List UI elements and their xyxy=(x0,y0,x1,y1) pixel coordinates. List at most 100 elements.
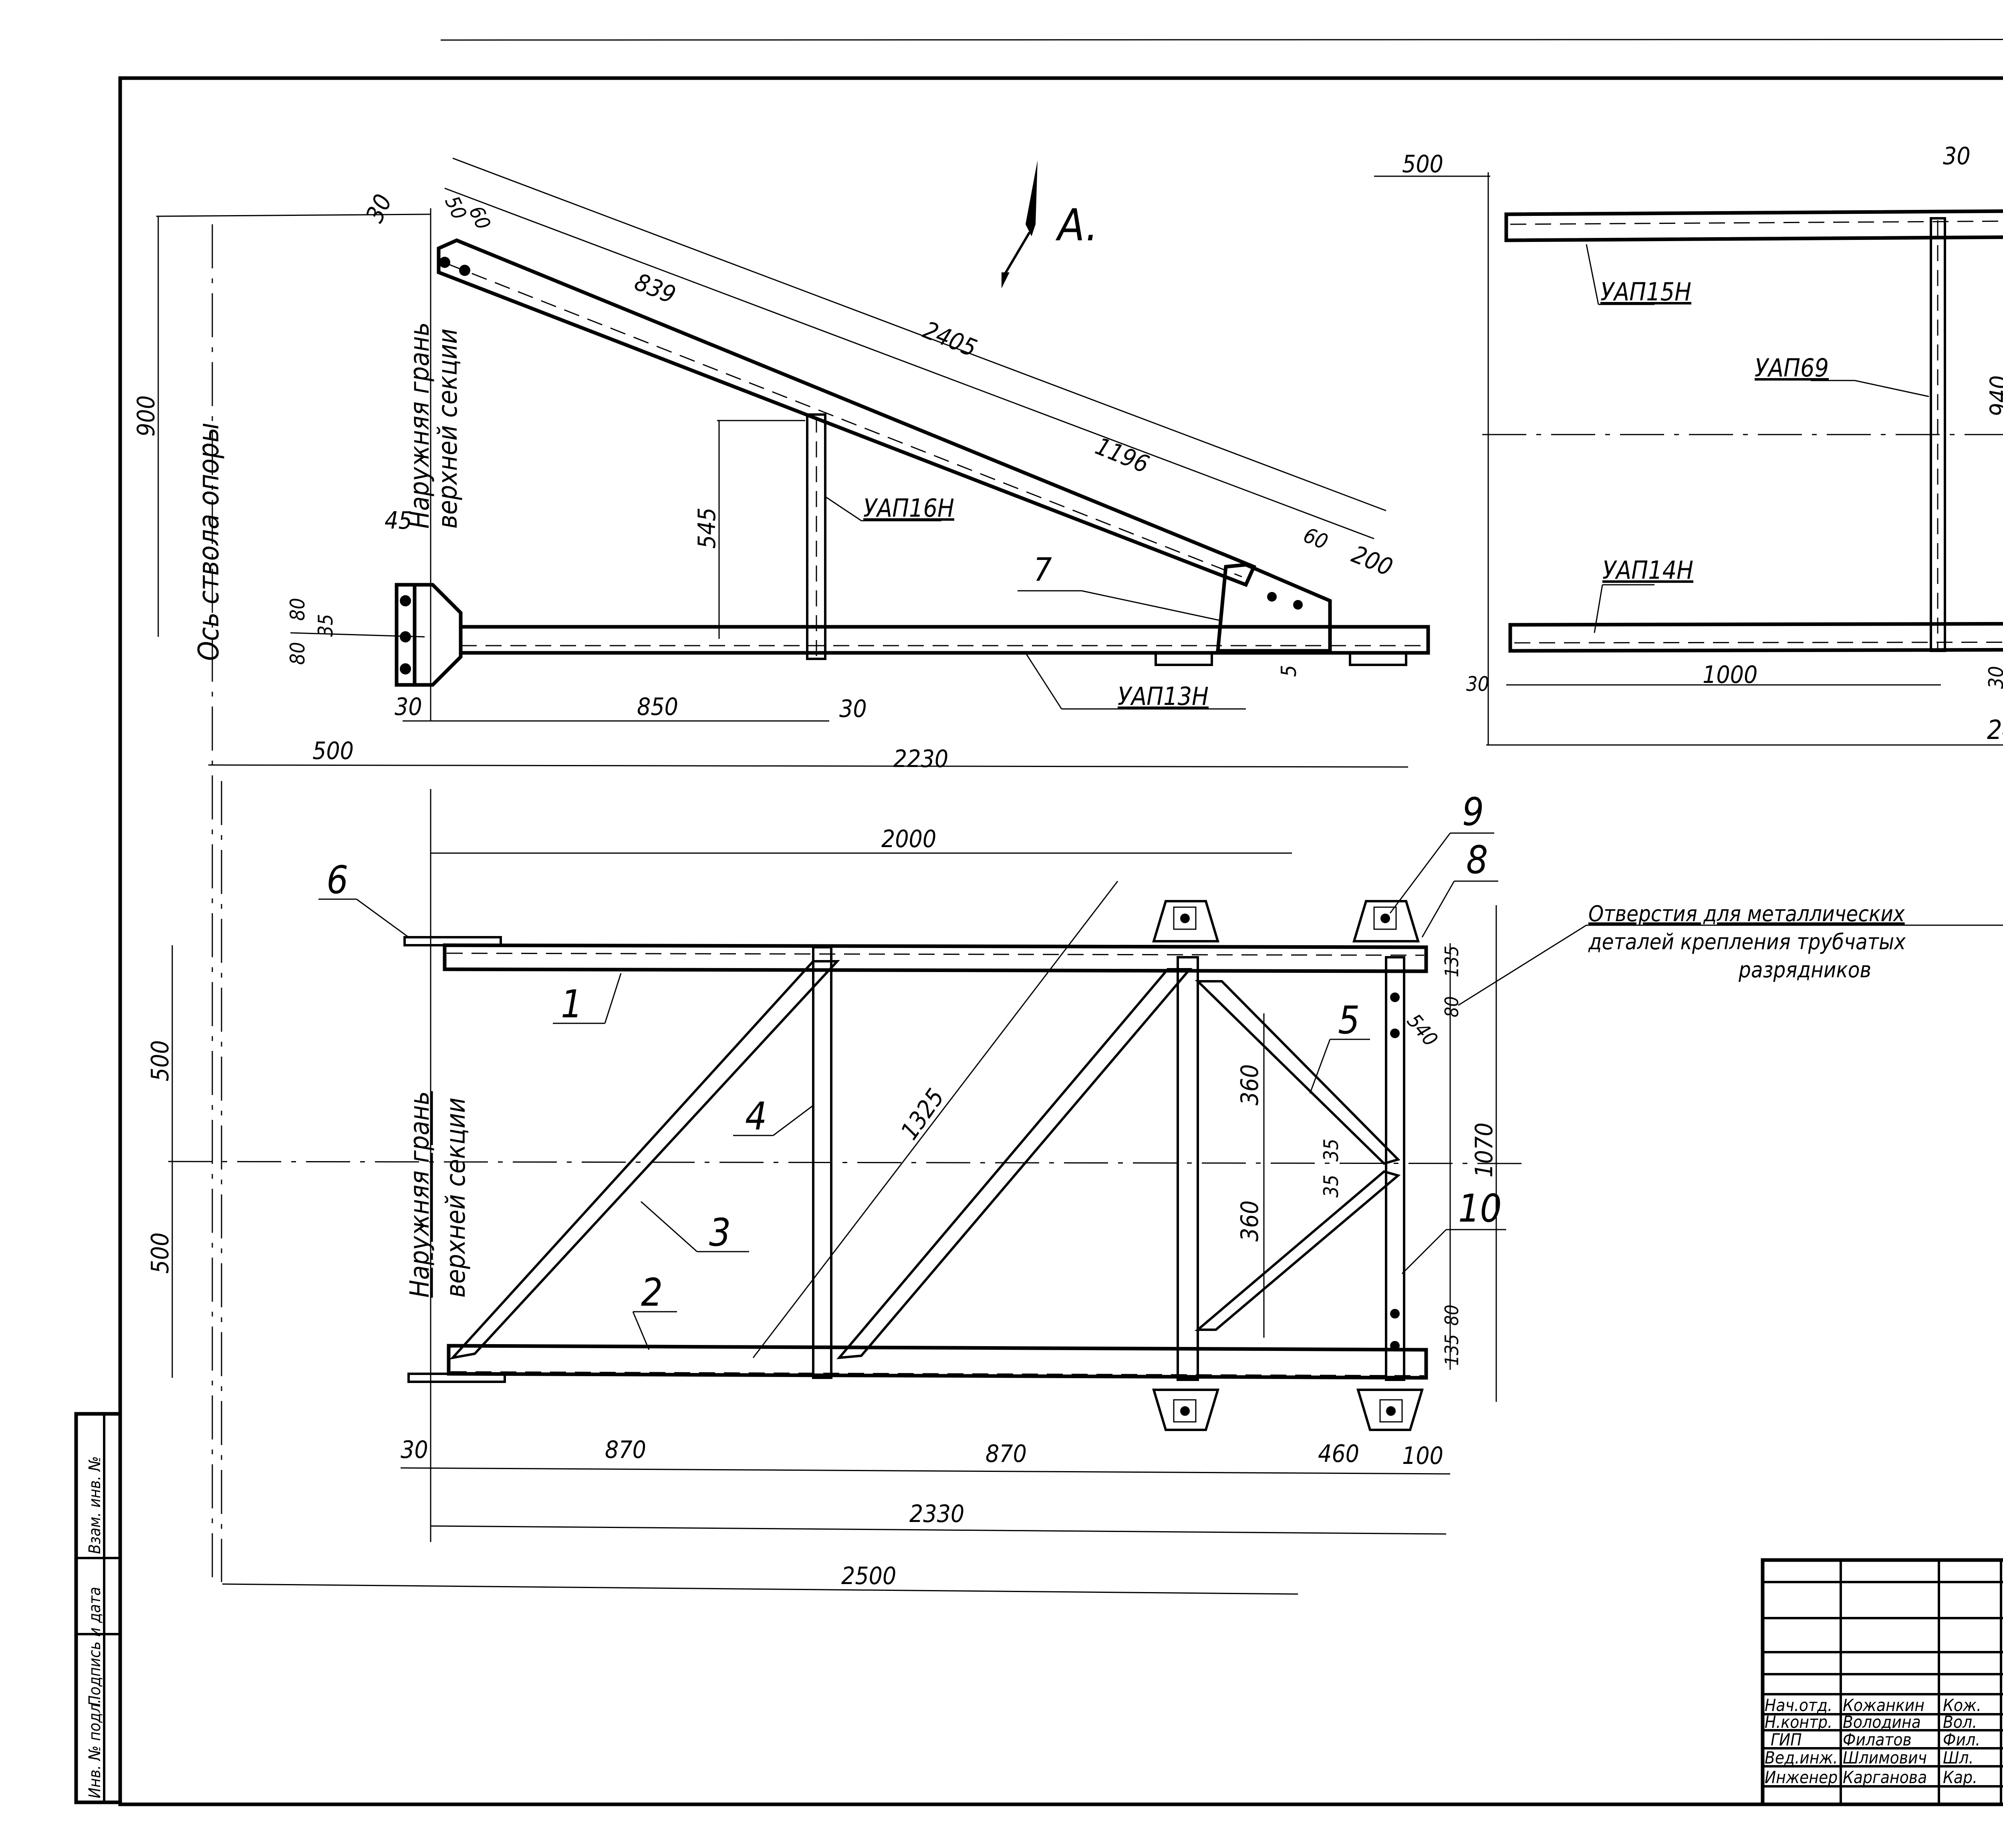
dim-1000: 1000 xyxy=(1703,661,1757,689)
title-block: 3.407.2-132. 2 08 Траверса УАП-13Н ℓ=2,5… xyxy=(1761,1558,2003,1806)
pos-4: 4 xyxy=(745,1095,767,1139)
dim-360a: 360 xyxy=(1236,1064,1264,1105)
dim-2230: 2230 xyxy=(893,745,948,773)
bottom-beam-a xyxy=(1508,622,2003,653)
dim-30-post-a: 30 xyxy=(1943,142,1971,170)
dim-500-plan-bottom: 500 xyxy=(146,1232,174,1274)
diagonal-3 xyxy=(449,960,840,1360)
sig-name-4: Карганова xyxy=(1843,1767,1927,1787)
sig-sign-0: Кож. xyxy=(1943,1695,1981,1715)
pos-6: 6 xyxy=(326,858,348,902)
bottom-chord xyxy=(447,1344,1428,1380)
dim-135-bottom: 135 xyxy=(1441,1334,1463,1366)
dim-45: 45 xyxy=(385,507,412,535)
dim-540: 540 xyxy=(1403,1009,1443,1051)
top-beam-a xyxy=(1504,209,2003,242)
dim-200: 200 xyxy=(1348,540,1396,582)
note-line-1: Отверстия для металлических xyxy=(1588,901,1905,926)
view-a-marker: A. xyxy=(1055,199,1098,251)
clamp-pads xyxy=(1152,900,1424,1431)
end-plate xyxy=(395,583,463,687)
view-a: Вид А 500 30 УАП15Н УАП69 940 УАП14Н 500 xyxy=(1374,142,2003,746)
outer-face-label-2: верхней секции xyxy=(432,328,463,529)
dim-30-post: 30 xyxy=(839,695,867,723)
dim-2405-a: 2405 xyxy=(1987,715,2003,745)
sig-name-2: Филатов xyxy=(1843,1730,1912,1749)
diagonal-lower xyxy=(1194,1170,1401,1331)
dim-80b: 80 xyxy=(286,598,309,621)
pos-5: 5 xyxy=(1338,998,1360,1043)
stamp-cell-sign-date: Подпись и дата xyxy=(86,1587,104,1706)
diagonal-5 xyxy=(1195,980,1400,1165)
part-label-uap69: УАП69 xyxy=(1755,353,1829,382)
dim-900: 900 xyxy=(132,395,160,437)
sheet-frame: 16 xyxy=(118,38,2003,1806)
dim-2500: 2500 xyxy=(841,1562,896,1590)
sig-role-1: Н.контр. xyxy=(1765,1712,1832,1732)
dim-545: 545 xyxy=(693,507,721,549)
sig-role-0: Нач.отд. xyxy=(1765,1695,1832,1715)
stamp-cell-inv-no: Инв. № подл. xyxy=(86,1699,104,1798)
dim-100: 100 xyxy=(1402,1442,1443,1470)
sig-name-0: Кожанкин xyxy=(1843,1695,1924,1715)
dim-135-top: 135 xyxy=(1441,946,1463,977)
part-label-uap15n: УАП15Н xyxy=(1600,277,1691,306)
diagonal-main xyxy=(836,968,1193,1359)
dim-850: 850 xyxy=(637,693,678,721)
sig-role-2: ГИП xyxy=(1771,1730,1802,1749)
dim-2000: 2000 xyxy=(881,825,936,853)
dim-870b: 870 xyxy=(985,1440,1027,1468)
dim-30-bottom-right: 30 xyxy=(1985,666,2003,689)
dim-35: 35 xyxy=(314,614,337,637)
dim-30-left: 30 xyxy=(395,693,422,721)
dim-5: 5 xyxy=(1277,665,1301,677)
dim-35b: 35 xyxy=(1320,1175,1343,1198)
dim-60-bolt: 60 xyxy=(1300,523,1331,554)
pos-10: 10 xyxy=(1458,1187,1502,1231)
top-chord xyxy=(443,943,1428,973)
plan-face-label-2: верхней секции xyxy=(440,1097,471,1298)
dim-1070: 1070 xyxy=(1470,1123,1498,1178)
pos-2: 2 xyxy=(641,1271,663,1315)
dim-30-end: 30 xyxy=(361,190,397,227)
signature-rows: Нач.отд. Кожанкин Кож. Н.контр. Володина… xyxy=(1765,1695,1981,1787)
side-stamp: Взам. инв. № Подпись и дата Инв. № подл. xyxy=(74,1412,122,1804)
plan-face-label-1: Наружняя грань xyxy=(404,1091,435,1298)
pos-8: 8 xyxy=(1466,838,1488,882)
vertical-post xyxy=(806,413,826,660)
dim-940: 940 xyxy=(1985,375,2003,417)
pos-9: 9 xyxy=(1462,790,1484,834)
post-4 xyxy=(812,946,832,1379)
part-label-uap13n: УАП13Н xyxy=(1118,682,1209,711)
dim-500-plan-top: 500 xyxy=(146,1040,174,1081)
dim-1196: 1196 xyxy=(1091,432,1153,479)
sig-sign-4: Кар. xyxy=(1943,1767,1977,1787)
sig-role-4: Инженер xyxy=(1765,1767,1838,1787)
dim-80-bottom: 80 xyxy=(1441,1304,1463,1326)
dim-2405-slope: 2405 xyxy=(919,316,981,362)
outer-face-label-1: Наружняя грань xyxy=(404,322,435,529)
dim-30-bottom-left: 30 xyxy=(1466,672,1489,696)
sig-sign-1: Вол. xyxy=(1943,1712,1977,1732)
sig-sign-3: Шл. xyxy=(1943,1748,1974,1767)
side-view: A. Ось ствола опоры Наружняя грань верхн… xyxy=(132,157,1430,1582)
post-middle xyxy=(1177,956,1199,1381)
pos-3: 3 xyxy=(709,1211,731,1255)
part-label-uap14n: УАП14Н xyxy=(1602,556,1693,585)
dim-2330: 2330 xyxy=(909,1500,964,1528)
plan-view: Наружняя грань верхней секции 2000 xyxy=(146,781,2003,1595)
part-number-7: 7 xyxy=(1034,551,1052,588)
view-a-arrow-icon xyxy=(1002,160,1038,288)
dim-60-end: 60 xyxy=(464,203,495,233)
note-line-3: разрядников xyxy=(1738,957,1871,982)
dim-360b: 360 xyxy=(1236,1200,1264,1242)
sig-role-3: Вед.инж. xyxy=(1765,1748,1838,1767)
sloped-beam xyxy=(437,238,1256,587)
gusset-plate xyxy=(1216,563,1332,653)
sig-name-3: Шлимович xyxy=(1843,1748,1927,1767)
dim-80-top: 80 xyxy=(1441,996,1463,1017)
post-10 xyxy=(1385,956,1405,1381)
dim-80a: 80 xyxy=(286,642,309,665)
note-line-2: деталей крепления трубчатых xyxy=(1588,929,1906,954)
